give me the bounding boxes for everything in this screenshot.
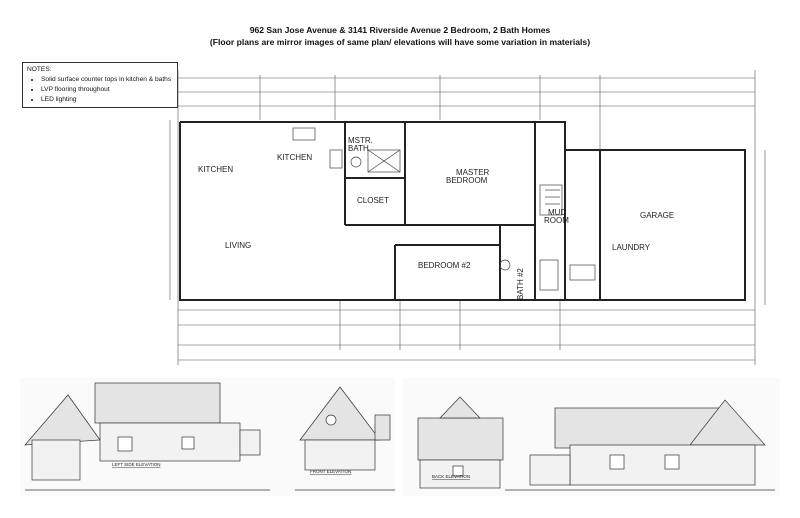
room-label-master-bath: MSTR. [348,136,373,145]
back-elevation-drawing [417,396,504,489]
page-title: 962 San Jose Avenue & 3141 Riverside Ave… [249,25,551,35]
room-label-master: MASTER [456,168,490,177]
room-label-bedroom: BEDROOM [446,176,488,185]
room-label-closet: CLOSET [357,196,389,205]
walls [179,121,746,301]
room-label-kitchen-2: KITCHEN [277,153,312,162]
room-label-living: LIVING [225,241,251,250]
right-side-elevation-drawing [505,399,775,491]
left-side-elevation-drawing [24,382,270,491]
front-elevation-label: FRONT ELEVATION [310,469,351,474]
elevations-panel-right: BACK ELEVATION [403,378,780,496]
back-elevation-label: BACK ELEVATION [432,474,470,479]
elevations-panel-left: LEFT SIDE ELEVATION FRONT ELEVATION [20,378,395,496]
dimension-lines [169,70,766,365]
page-subtitle: (Floor plans are mirror images of same p… [209,37,591,47]
notes-heading: NOTES: [27,66,52,73]
front-elevation-drawing [295,386,395,491]
room-label-master-bath-2: BATH [348,144,369,153]
room-label-laundry: LAUNDRY [612,243,651,252]
note-item: LVP flooring throughout [41,85,173,95]
note-item: Solid surface counter tops in kitchen & … [41,75,173,85]
note-item: LED lighting [41,95,173,105]
fixtures [292,127,596,291]
room-label-bedroom-2: BEDROOM #2 [418,261,471,270]
notes-box: NOTES: Solid surface counter tops in kit… [22,62,178,108]
left-side-elevation-label: LEFT SIDE ELEVATION [112,462,161,467]
room-label-garage: GARAGE [640,211,674,220]
room-label-mud: MUD [548,208,566,217]
room-label-kitchen: KITCHEN [198,165,233,174]
room-label-bath-2: BATH #2 [516,268,525,300]
room-label-room: ROOM [544,216,569,225]
